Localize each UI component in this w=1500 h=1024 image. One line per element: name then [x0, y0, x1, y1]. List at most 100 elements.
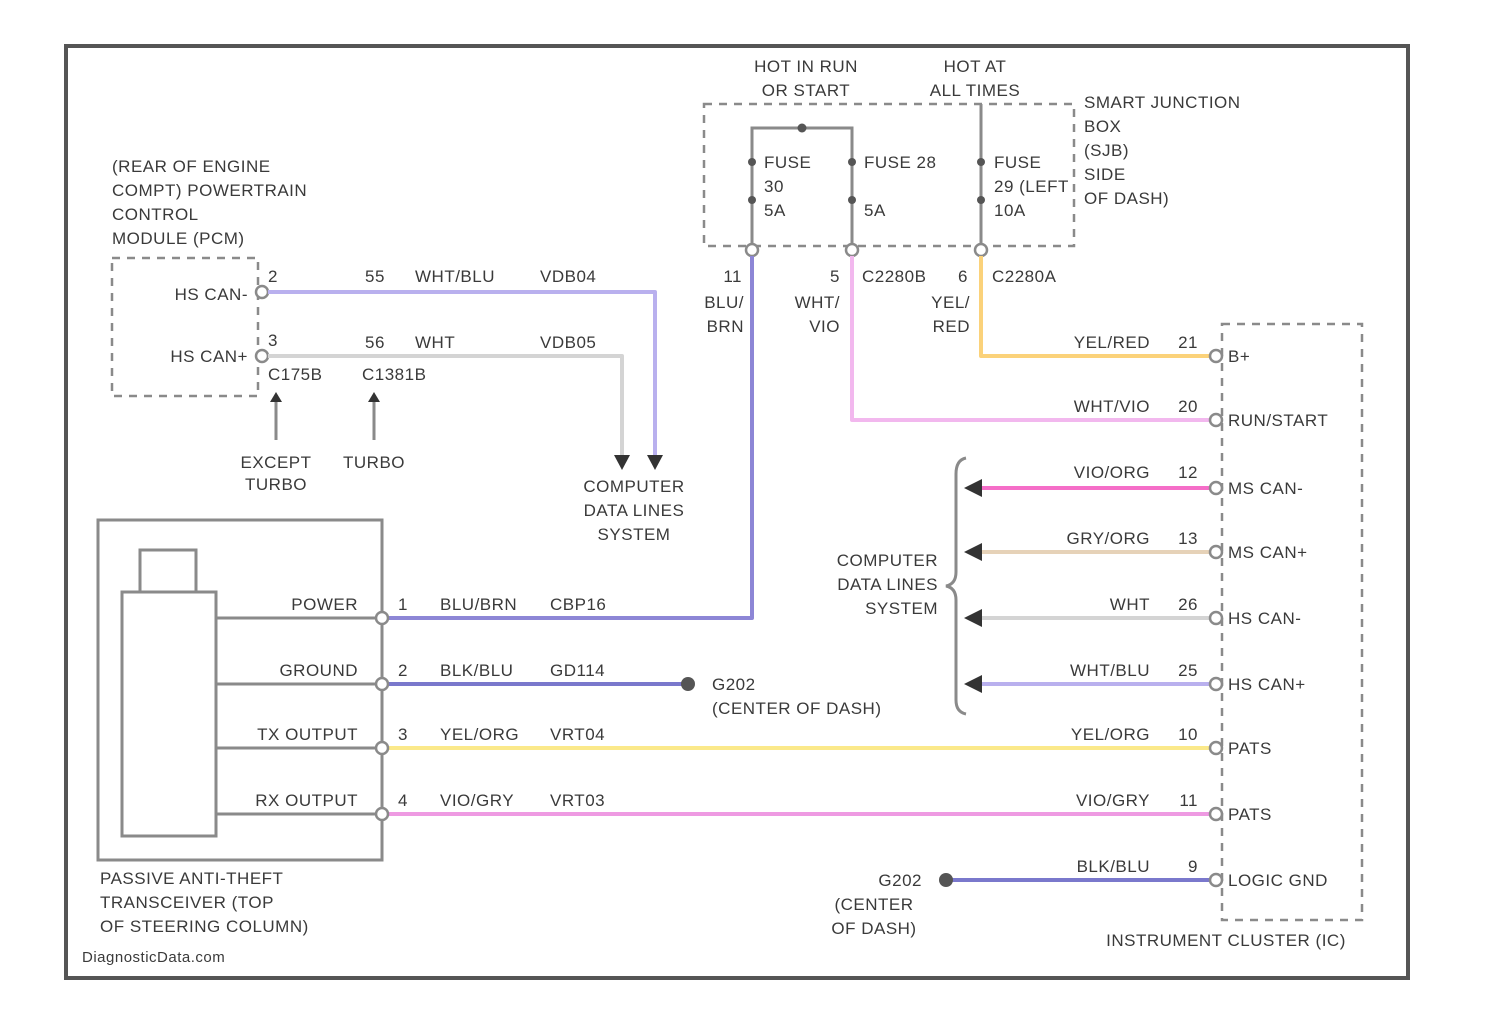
ic-pin-num-11: 11	[1179, 791, 1198, 810]
ms-can-plus-arrow	[964, 543, 982, 561]
hot-in-run-line-2: OR START	[762, 81, 850, 100]
sjb-title-line-3: (SJB)	[1084, 141, 1129, 160]
wire-color-blk-blu: BLK/BLU	[440, 661, 513, 680]
sjb-pin-num-5: 5	[830, 267, 840, 286]
ic-pin-num-25: 25	[1178, 661, 1198, 680]
wire-blu-brn-cbp16	[384, 256, 752, 618]
wire-pcm-hs-can-minus	[268, 292, 655, 455]
ic-wire-color-yel-org: YEL/ORG	[1071, 725, 1150, 744]
data-lines-arrow-2	[647, 455, 663, 470]
sjb-wire-6-color-1: YEL/	[931, 293, 970, 312]
ic-pin-25-connector	[1210, 678, 1222, 690]
circuit-vrt03: VRT03	[550, 791, 605, 810]
pcm-pin-num-2: 2	[268, 267, 278, 286]
fuse-29-label-2: 29 (LEFT	[994, 177, 1069, 196]
ic-pin-num-13: 13	[1178, 529, 1198, 548]
data-lines-top-line-2: DATA LINES	[584, 501, 685, 520]
pcm-title-line-4: MODULE (PCM)	[112, 229, 245, 248]
ms-can-minus-arrow	[964, 479, 982, 497]
circuit-gd114: GD114	[550, 661, 605, 680]
fuse-29-label-1: FUSE	[994, 153, 1041, 172]
ic-pin-20-connector	[1210, 414, 1222, 426]
fuse-28-terminal-bottom	[848, 196, 856, 204]
wire-color-vio-gry: VIO/GRY	[440, 791, 514, 810]
ground-g202-bottom-dot	[939, 873, 953, 887]
ground-g202-bottom-note-1: (CENTER	[834, 895, 913, 914]
pcm-pin-name-hs-can-minus: HS CAN-	[175, 285, 248, 304]
ic-pin-num-9: 9	[1188, 857, 1198, 876]
data-lines-right-line-1: COMPUTER	[837, 551, 938, 570]
circuit-vrt04: VRT04	[550, 725, 605, 744]
transceiver-pin-num-2: 2	[398, 661, 408, 680]
ic-wire-color-vio-org: VIO/ORG	[1074, 463, 1150, 482]
transceiver-pin-name-power: POWER	[291, 595, 358, 614]
sjb-wire-11-color-1: BLU/	[704, 293, 744, 312]
ground-g202-middle-name: G202	[712, 675, 756, 694]
sjb-output-pin-11	[746, 244, 758, 256]
pcm-pin-3-connector	[256, 350, 268, 362]
transceiver-title-line-1: PASSIVE ANTI-THEFT	[100, 869, 283, 888]
pcm-wire-color-wht-blu: WHT/BLU	[415, 267, 495, 286]
sjb-output-pin-5	[846, 244, 858, 256]
sjb-wire-6-color-2: RED	[933, 317, 970, 336]
ic-pin-name-logic-gnd: LOGIC GND	[1228, 871, 1328, 890]
wire-color-yel-org: YEL/ORG	[440, 725, 519, 744]
fuse-30-terminal-bottom	[748, 196, 756, 204]
note-except: EXCEPT	[240, 453, 311, 472]
transceiver-pin-3-connector	[376, 742, 388, 754]
fuse-28-label-1: FUSE 28	[864, 153, 936, 172]
pcm-title-line-1: (REAR OF ENGINE	[112, 157, 271, 176]
fuse-30-label-2: 30	[764, 177, 784, 196]
data-lines-arrow-1	[614, 455, 630, 470]
hot-in-run-line-1: HOT IN RUN	[754, 57, 858, 76]
fuse-30-label-3: 5A	[764, 201, 786, 220]
wire-color-blu-brn: BLU/BRN	[440, 595, 517, 614]
except-turbo-arrow-head	[270, 392, 282, 402]
ic-wire-color-yel-red: YEL/RED	[1074, 333, 1150, 352]
pcm-circuit-vdb04: VDB04	[540, 267, 596, 286]
hot-at-all-times-line-2: ALL TIMES	[930, 81, 1020, 100]
ic-pin-name-b-plus: B+	[1228, 347, 1250, 366]
ic-wire-color-wht: WHT	[1110, 595, 1150, 614]
ic-pin-11-connector	[1210, 808, 1222, 820]
pcm-pin-2-connector	[256, 286, 268, 298]
transceiver-body	[122, 592, 216, 836]
pcm-wire-color-wht: WHT	[415, 333, 455, 352]
sjb-title-line-4: SIDE	[1084, 165, 1126, 184]
ground-g202-bottom: G202 (CENTER OF DASH)	[831, 871, 953, 938]
ic-pin-13-connector	[1210, 546, 1222, 558]
note-turbo: TURBO	[343, 453, 405, 472]
transceiver-pin-2-connector	[376, 678, 388, 690]
ic-pin-12-connector	[1210, 482, 1222, 494]
pcm-pin-name-hs-can-plus: HS CAN+	[170, 347, 248, 366]
instrument-cluster-title: INSTRUMENT CLUSTER (IC)	[1106, 931, 1346, 950]
fuse-30-terminal-top	[748, 158, 756, 166]
hot-at-all-times-line-1: HOT AT	[944, 57, 1007, 76]
ic-pin-name-ms-can-minus: MS CAN-	[1228, 479, 1303, 498]
ic-pin-name-pats-10: PATS	[1228, 739, 1272, 758]
pcm-module: (REAR OF ENGINE COMPT) POWERTRAIN CONTRO…	[112, 157, 596, 494]
ic-pin-21-connector	[1210, 350, 1222, 362]
sjb-pin-num-11: 11	[723, 267, 742, 286]
fuse-28-label-2: 5A	[864, 201, 886, 220]
ic-pin-num-10: 10	[1178, 725, 1198, 744]
fuse-28-terminal-top	[848, 158, 856, 166]
sjb-dashed-box	[704, 104, 1074, 246]
pcm-title-line-2: COMPT) POWERTRAIN	[112, 181, 307, 200]
ic-pin-num-26: 26	[1178, 595, 1198, 614]
ground-g202-middle-dot	[681, 677, 695, 691]
ground-g202-middle-note: (CENTER OF DASH)	[712, 699, 882, 718]
transceiver-pin-4-connector	[376, 808, 388, 820]
ic-pin-num-12: 12	[1178, 463, 1198, 482]
data-lines-right-line-3: SYSTEM	[865, 599, 938, 618]
ic-wire-color-blk-blu: BLK/BLU	[1077, 857, 1150, 876]
pcm-cavity-56: 56	[365, 333, 385, 352]
ic-pin-26-connector	[1210, 612, 1222, 624]
fuse-29-terminal-top	[977, 158, 985, 166]
sjb-pin-num-6: 6	[958, 267, 968, 286]
transceiver-pin-num-1: 1	[398, 595, 408, 614]
transceiver-body-top	[140, 550, 196, 592]
sjb-output-pin-6	[975, 244, 987, 256]
ic-pin-name-hs-can-minus: HS CAN-	[1228, 609, 1301, 628]
hs-can-minus-arrow	[964, 609, 982, 627]
